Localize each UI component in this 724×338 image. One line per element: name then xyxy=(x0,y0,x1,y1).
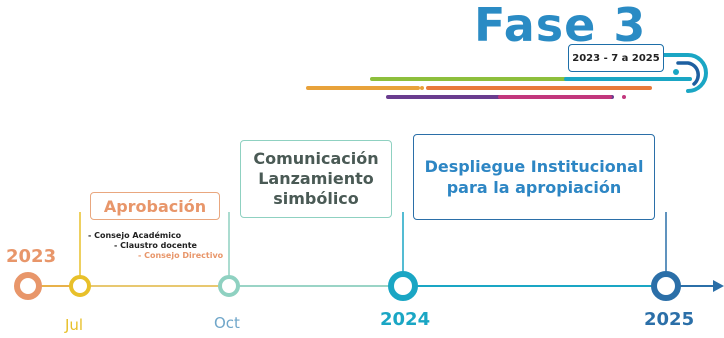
node-2025 xyxy=(651,271,681,301)
node-2023 xyxy=(14,272,42,300)
despliegue-box: Despliegue Institucional para la apropia… xyxy=(413,134,655,220)
date-range-badge: 2023 - 7 a 2025 xyxy=(568,44,664,72)
year-label-2024: 2024 xyxy=(380,309,431,330)
axis-arrow-icon xyxy=(713,280,724,292)
swirl-dot xyxy=(673,69,679,75)
month-label-jul: Jul xyxy=(65,316,84,334)
despliegue-line-1: Despliegue Institucional xyxy=(424,157,644,176)
aprobacion-box: Aprobación xyxy=(90,192,220,220)
node-oct xyxy=(218,275,240,297)
aprobacion-label: Aprobación xyxy=(103,196,207,216)
note-claustro-docente: - Claustro docente xyxy=(114,241,197,250)
comunicacion-line-1: Comunicación xyxy=(253,149,379,168)
note-consejo-academico: - Consejo Académico xyxy=(88,231,182,240)
comunicacion-line-2: Lanzamiento xyxy=(258,169,374,188)
note-consejo-directivo: - Consejo Directivo xyxy=(138,251,224,260)
comunicacion-box: Comunicación Lanzamiento simbólico xyxy=(240,140,392,218)
streak-dot xyxy=(622,95,626,99)
node-2024 xyxy=(388,271,418,301)
streak-dot xyxy=(596,77,600,81)
comunicacion-line-3: simbólico xyxy=(273,189,359,208)
node-jul xyxy=(69,275,91,297)
year-label-2023: 2023 xyxy=(6,246,57,267)
swirl-navy xyxy=(676,61,700,86)
streak-dot xyxy=(578,77,582,81)
swirl-teal xyxy=(658,53,708,93)
phase-title: Fase 3 xyxy=(474,0,647,52)
month-label-oct: Oct xyxy=(214,314,240,332)
decorative-streaks xyxy=(306,53,708,99)
streak-dot xyxy=(420,86,424,90)
year-label-2025: 2025 xyxy=(644,309,695,330)
despliegue-line-2: para la apropiación xyxy=(446,178,622,197)
